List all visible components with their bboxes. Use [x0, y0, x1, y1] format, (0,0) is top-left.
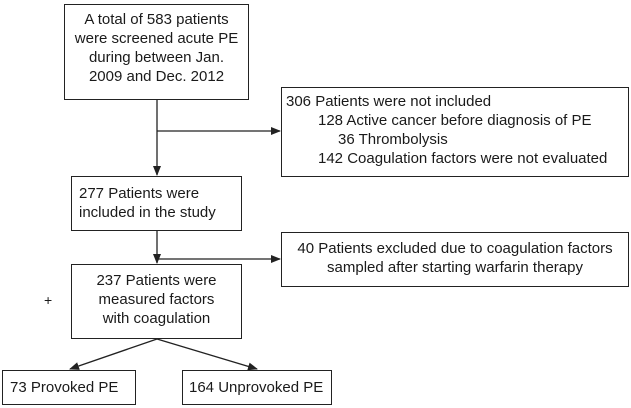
- not-included-box: 306 Patients were not included 128 Activ…: [281, 87, 629, 177]
- excluded-line-1: 40 Patients excluded due to coagulation …: [297, 240, 613, 257]
- not-included-item-coagulation: 142 Coagulation factors were not evaluat…: [318, 150, 608, 167]
- not-included-item-cancer: 128 Active cancer before diagnosis of PE: [318, 112, 592, 129]
- arrow-to-unprovoked: [156, 338, 258, 371]
- included-patients-box: 277 Patients were included in the study: [71, 176, 242, 231]
- measured-line-1: 237 Patients were: [96, 272, 217, 289]
- provoked-pe-label: 73 Provoked PE: [10, 379, 119, 396]
- screened-line-3: during between Jan.: [88, 49, 225, 66]
- arrow-to-provoked: [69, 338, 158, 370]
- screened-line-4: 2009 and Dec. 2012: [88, 68, 225, 85]
- excluded-line-2: sampled after starting warfarin therapy: [327, 259, 583, 276]
- unprovoked-pe-label: 164 Unprovoked PE: [189, 379, 324, 396]
- not-included-heading: 306 Patients were not included: [286, 93, 492, 110]
- screened-patients-box: A total of 583 patients were screened ac…: [64, 4, 249, 100]
- measured-patients-box: 237 Patients were measured factors with …: [71, 264, 242, 339]
- excluded-patients-box: 40 Patients excluded due to coagulation …: [281, 232, 629, 287]
- stray-plus-mark: +: [44, 292, 53, 308]
- not-included-item-thrombolysis: 36 Thrombolysis: [338, 131, 448, 148]
- screened-line-2: were screened acute PE: [74, 30, 239, 47]
- screened-line-1: A total of 583 patients: [84, 11, 229, 28]
- unprovoked-pe-box: 164 Unprovoked PE: [182, 370, 332, 405]
- provoked-pe-box: 73 Provoked PE: [2, 370, 136, 405]
- measured-line-2: measured factors: [98, 291, 215, 308]
- included-line-2: included in the study: [79, 204, 216, 221]
- measured-line-3: with coagulation: [102, 310, 211, 327]
- included-line-1: 277 Patients were: [79, 185, 200, 202]
